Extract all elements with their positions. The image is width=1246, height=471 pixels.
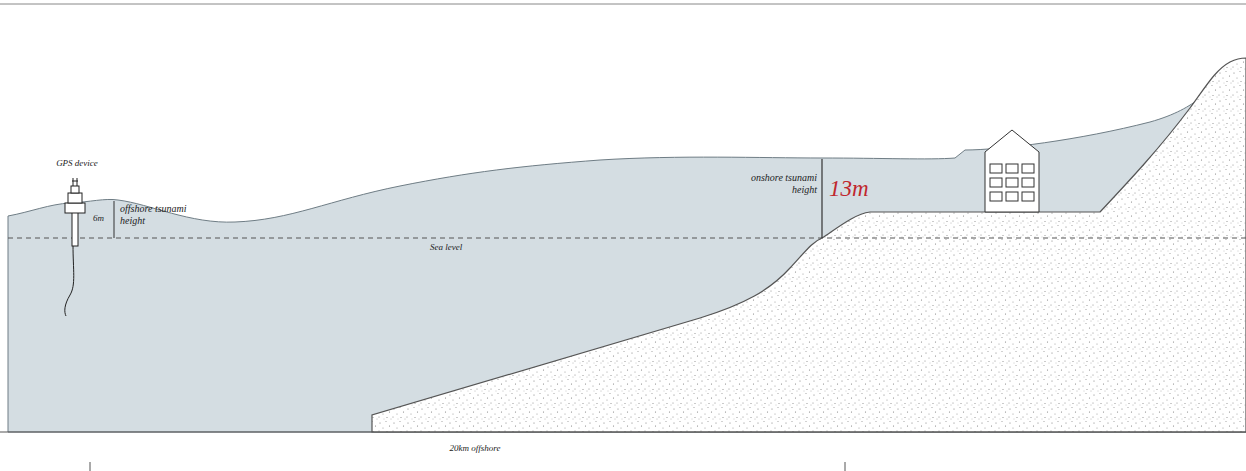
onshore-height-label: onshore tsunami height: [745, 172, 817, 195]
window: [990, 192, 1002, 201]
window: [1006, 178, 1018, 187]
window: [1006, 164, 1018, 173]
distance-label: 20km offshore: [420, 443, 530, 453]
sea-level-line: [8, 238, 1246, 239]
distance-tick: [90, 462, 91, 471]
baseline: [0, 432, 1246, 433]
onshore-height-line: [821, 159, 822, 238]
window: [1022, 192, 1034, 201]
window: [990, 164, 1002, 173]
window: [990, 178, 1002, 187]
window: [1022, 164, 1034, 173]
window: [1022, 178, 1034, 187]
gps-buoy: [65, 178, 85, 316]
device-label: GPS device: [52, 158, 102, 168]
dimension-label: 6m: [93, 213, 113, 223]
offshore-height-line: [114, 201, 115, 238]
sea-level-label: Sea level: [430, 242, 500, 252]
offshore-height-label: offshore tsunami height: [120, 203, 188, 226]
dimension-label: 13m: [829, 176, 889, 202]
window: [1006, 192, 1018, 201]
frame-line: [0, 4, 1246, 5]
distance-tick: [845, 462, 846, 471]
house: [985, 130, 1039, 212]
land-profile: [372, 58, 1246, 432]
